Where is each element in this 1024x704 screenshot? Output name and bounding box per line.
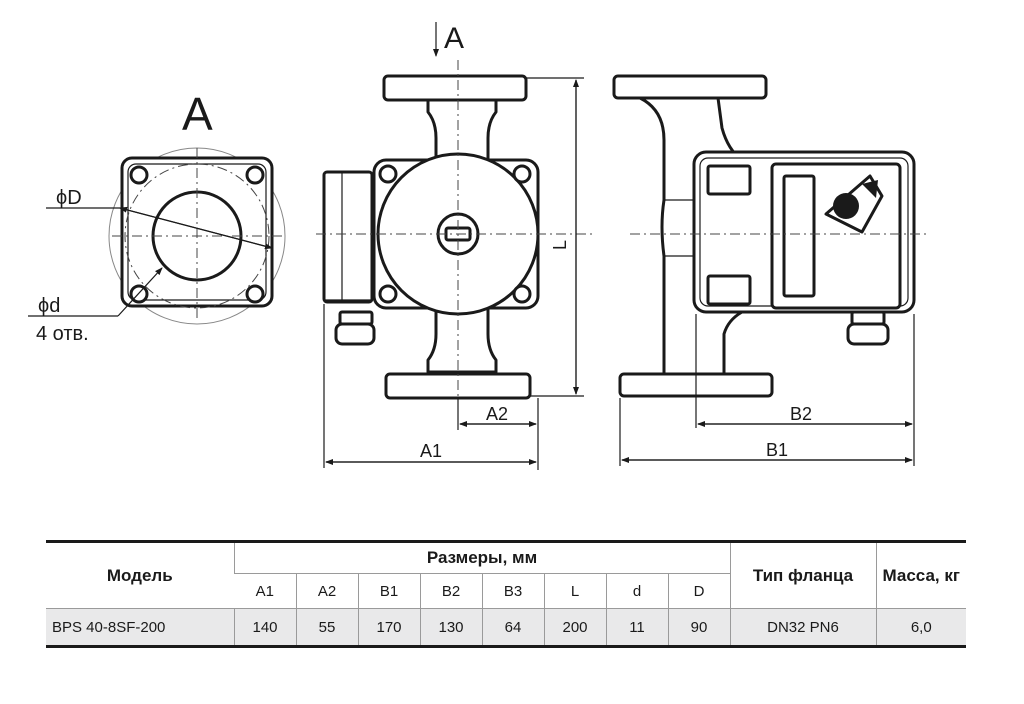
col-header-D: D <box>667 573 730 609</box>
table-row: BPS 40-8SF-200 140 55 170 130 64 200 11 … <box>46 608 966 648</box>
dim-B1-label: B1 <box>766 440 788 460</box>
cell-D: 90 <box>667 608 730 648</box>
dim-L-label: L <box>550 240 570 250</box>
col-header-d: d <box>605 573 668 609</box>
col-header-dimensions: Размеры, мм <box>233 540 730 574</box>
holes-label: 4 отв. <box>36 323 89 345</box>
view-arrow-a-label: A <box>444 22 464 55</box>
col-header-B1: B1 <box>357 573 420 609</box>
col-header-B2: B2 <box>419 573 482 609</box>
cell-d: 11 <box>605 608 668 648</box>
cell-L: 200 <box>543 608 606 648</box>
cell-model: BPS 40-8SF-200 <box>46 608 234 648</box>
phi-d-label: ϕd <box>38 295 60 317</box>
col-header-mass: Масса, кг <box>875 540 966 609</box>
phi-D-label: ϕD <box>56 187 82 209</box>
col-header-A2: A2 <box>295 573 358 609</box>
cell-B3: 64 <box>481 608 544 648</box>
col-header-model: Модель <box>46 540 234 609</box>
col-header-L: L <box>543 573 606 609</box>
spec-table: Модель Размеры, мм Тип фланца Масса, кг … <box>46 540 966 648</box>
cell-B2: 130 <box>419 608 482 648</box>
cell-A2: 55 <box>295 608 358 648</box>
view-a-label: A <box>182 88 213 140</box>
flange-view-a: A ϕD ϕd 4 отв. <box>28 88 286 345</box>
cell-B1: 170 <box>357 608 420 648</box>
pump-side-view: B2 B1 <box>612 74 930 466</box>
cell-mass: 6,0 <box>875 608 966 648</box>
col-header-A1: A1 <box>234 573 296 609</box>
col-header-flange-type: Тип фланца <box>729 540 876 609</box>
cell-flange: DN32 PN6 <box>729 608 876 648</box>
cell-A1: 140 <box>233 608 296 648</box>
pump-front-view: A L <box>316 22 592 470</box>
dim-B2-label: B2 <box>790 404 812 424</box>
col-header-B3: B3 <box>481 573 544 609</box>
dim-A2-label: A2 <box>486 404 508 424</box>
pump-drawing: A ϕD ϕd 4 отв. A <box>28 22 930 470</box>
dim-A1-label: A1 <box>420 441 442 461</box>
